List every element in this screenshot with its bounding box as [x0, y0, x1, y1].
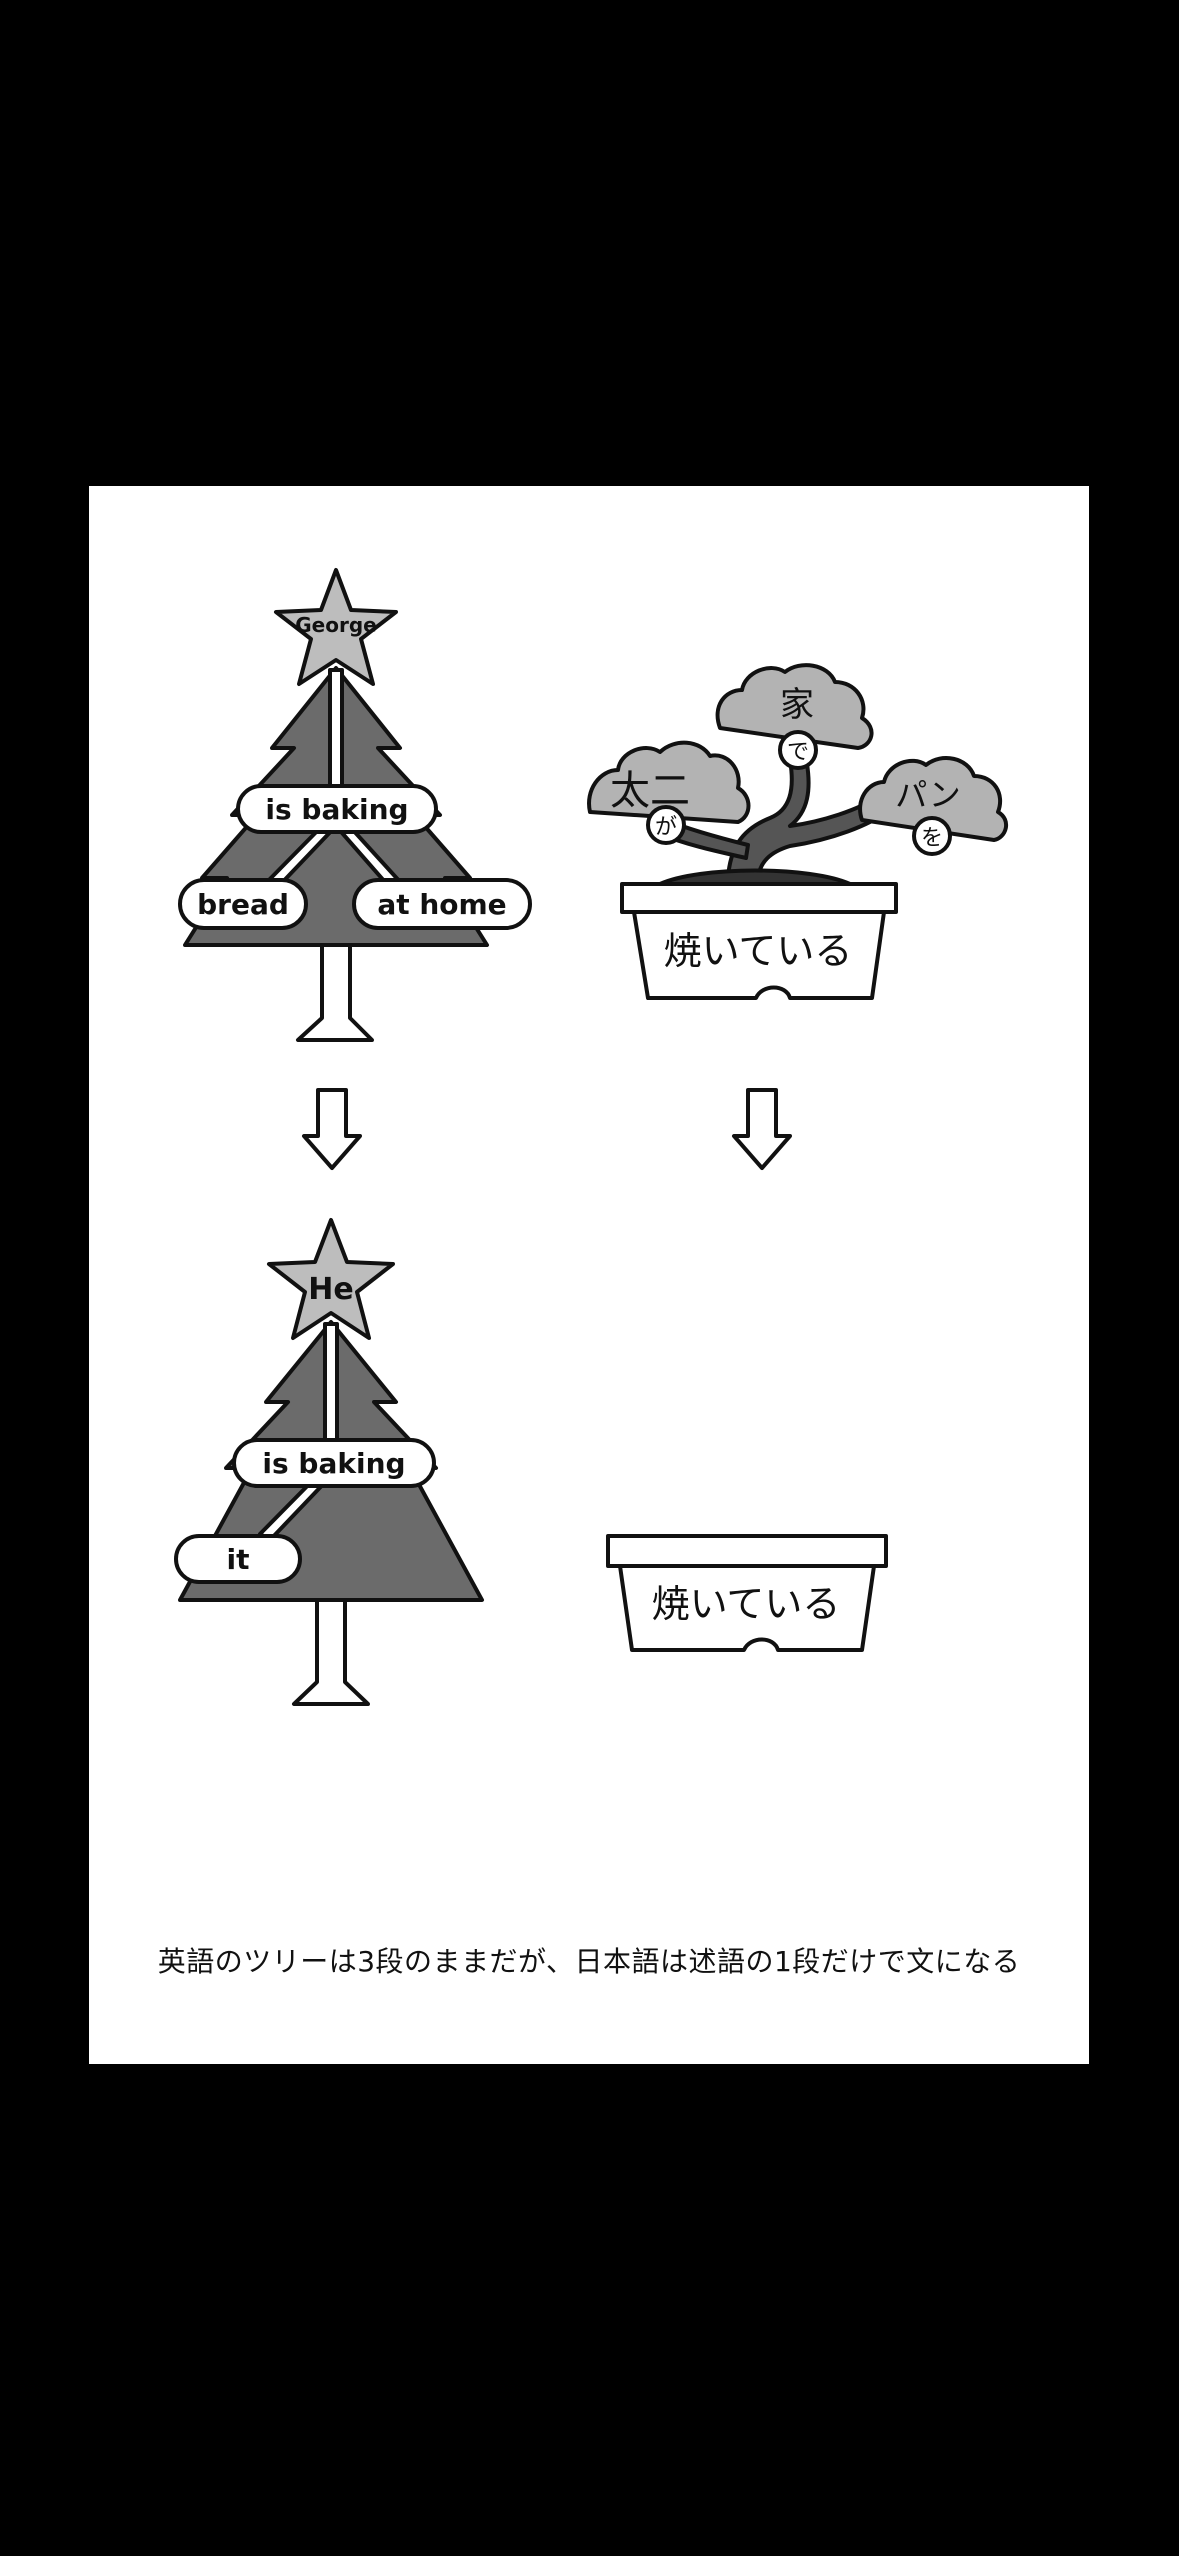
- bonsai-soil: [658, 868, 852, 886]
- right-branch-pill: [352, 878, 532, 930]
- verb-pill: [232, 1438, 436, 1488]
- bonsai-foliage-top: [715, 663, 874, 750]
- left-particle-circle: [646, 805, 686, 845]
- pot-rim: [606, 1534, 888, 1568]
- bonsai-foliage-right: [858, 756, 1009, 842]
- japanese-bonsai-before: 太二 家 パン が で を 焼いている: [587, 663, 1009, 1000]
- star-label: He: [308, 1272, 353, 1307]
- left-branch-pill: [174, 1534, 302, 1584]
- top-particle: で: [787, 740, 809, 765]
- verb-label: is baking: [265, 793, 408, 826]
- down-arrow-left-icon: [302, 1088, 362, 1170]
- pot-body: [618, 1564, 876, 1652]
- english-tree-before: George is baking bread at home: [178, 568, 532, 1042]
- right-particle: を: [921, 826, 943, 851]
- tree-trunk: [296, 943, 374, 1042]
- verb-label: is baking: [262, 1447, 405, 1480]
- pot-label: 焼いている: [664, 929, 853, 973]
- pot-label: 焼いている: [652, 1582, 841, 1626]
- pot-rim: [620, 882, 898, 914]
- bonsai-trunk: [726, 756, 894, 880]
- star-label: George: [295, 613, 376, 637]
- top-particle-circle: [778, 730, 818, 770]
- left-branch-label: it: [227, 1543, 250, 1576]
- left-particle: が: [655, 815, 677, 840]
- pot-body: [632, 910, 886, 1000]
- english-tree-after: He is baking it: [174, 1218, 484, 1706]
- figure-caption: 英語のツリーは3段のままだが、日本語は述語の1段だけで文になる: [157, 1945, 1021, 1978]
- tree-trunk: [292, 1598, 370, 1706]
- bonsai-foliage-left: [587, 740, 751, 824]
- figure-panel: [89, 486, 1089, 2064]
- right-foliage-label: パン: [895, 776, 961, 814]
- down-arrow-right-icon: [732, 1088, 792, 1170]
- verb-pill: [236, 784, 438, 834]
- japanese-bonsai-after: 焼いている: [606, 1534, 888, 1652]
- top-foliage-label: 家: [780, 685, 814, 725]
- left-foliage-label: 太二: [610, 768, 690, 814]
- left-branch-pill: [178, 878, 308, 930]
- star-icon: [267, 1218, 395, 1340]
- right-branch-label: at home: [377, 888, 506, 921]
- right-particle-circle: [912, 816, 952, 856]
- left-branch-label: bread: [197, 888, 289, 921]
- star-icon: [274, 568, 398, 686]
